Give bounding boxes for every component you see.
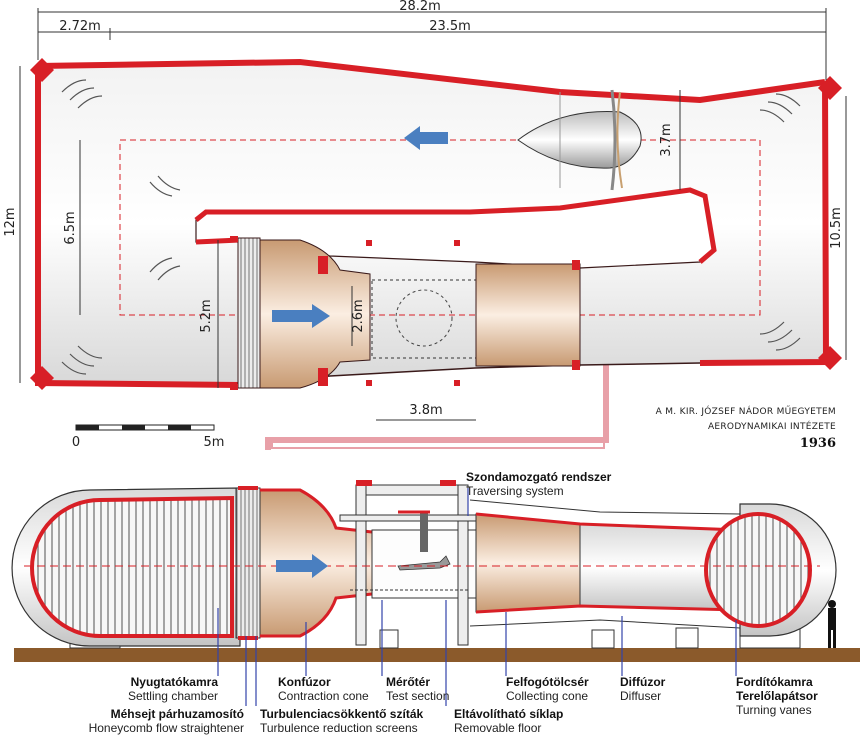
dimension-lines bbox=[19, 8, 847, 421]
scale-end: 5m bbox=[204, 435, 225, 450]
label-screens-en: Turbulence reduction screens bbox=[260, 721, 418, 735]
ground bbox=[14, 648, 860, 662]
flow-arrow-return bbox=[404, 126, 448, 150]
dim-inner-height: 6.5m bbox=[63, 211, 78, 244]
dim-test-length: 3.8m bbox=[409, 403, 442, 418]
label-test-hu: Mérőtér bbox=[386, 675, 430, 689]
scale-bar: 0 5m bbox=[72, 424, 225, 450]
label-collecting-en: Collecting cone bbox=[506, 689, 588, 703]
label-contraction-hu: Konfúzor bbox=[278, 675, 331, 689]
label-vanes-en: Turning vanes bbox=[736, 703, 812, 717]
dim-fan-diameter: 3.7m bbox=[659, 123, 674, 156]
label-test-en: Test section bbox=[386, 689, 449, 703]
honeycomb-side bbox=[235, 487, 261, 639]
test-section-plan bbox=[371, 279, 477, 359]
traversing-hu: Szondamozgató rendszer bbox=[466, 470, 612, 484]
dim-test-height: 2.6m bbox=[351, 299, 366, 332]
label-settling-hu: Nyugtatókamra bbox=[131, 675, 219, 689]
turning-vanes-plan bbox=[61, 79, 801, 375]
institution-year: 1936 bbox=[800, 436, 836, 451]
dim-contraction-height: 5.2m bbox=[199, 299, 214, 332]
label-screens-hu: Turbulenciacsökkentő szíták bbox=[260, 707, 423, 721]
label-contraction-en: Contraction cone bbox=[278, 689, 369, 703]
dim-height-left: 12m bbox=[3, 207, 18, 236]
label-turning-hu: Fordítókamra bbox=[736, 675, 813, 689]
flow-arrow-test bbox=[272, 304, 330, 328]
scale-start: 0 bbox=[72, 435, 80, 450]
collecting-cone-plan bbox=[475, 263, 581, 367]
label-honeycomb-hu: Méhsejt párhuzamosító bbox=[111, 707, 244, 721]
flow-arrow-side bbox=[276, 554, 328, 578]
leader-lines bbox=[217, 488, 737, 706]
label-diffuser-en: Diffuser bbox=[620, 689, 661, 703]
label-floor-hu: Eltávolítható síklap bbox=[454, 707, 563, 721]
right-vane-ring bbox=[704, 512, 812, 628]
fan-assembly bbox=[517, 89, 642, 191]
label-collecting-hu: Felfogótölcsér bbox=[506, 675, 589, 689]
side-view: Szondamozgató rendszer Traversing system… bbox=[11, 470, 860, 735]
person-figure bbox=[828, 600, 836, 648]
label-diffuser-hu: Diffúzor bbox=[620, 675, 666, 689]
dim-height-right: 10.5m bbox=[829, 207, 844, 249]
label-settling-en: Settling chamber bbox=[128, 689, 218, 703]
left-vane-loop bbox=[30, 495, 234, 638]
honeycomb-plan bbox=[237, 237, 261, 389]
corner-caps bbox=[30, 58, 842, 390]
centerline-loop bbox=[119, 139, 761, 316]
institution-line1: A M. KIR. JÓZSEF NÁDOR MŰEGYETEM bbox=[656, 405, 836, 417]
label-honeycomb-en: Honeycomb flow straightener bbox=[89, 721, 244, 735]
label-floor-en: Removable floor bbox=[454, 721, 541, 735]
plan-view: 28.2m 2.72m 23.5m 12m 6.5m 5.2m 2.6m 3.8… bbox=[3, 0, 847, 451]
collecting-cone-side bbox=[475, 513, 581, 613]
dim-settling-length: 2.72m bbox=[59, 19, 101, 34]
model-airplane bbox=[397, 555, 451, 571]
traversing-en: Traversing system bbox=[466, 484, 564, 498]
dim-main-length: 23.5m bbox=[429, 19, 471, 34]
dim-total-length: 28.2m bbox=[399, 0, 441, 14]
institution-line2: AERODYNAMIKAI INTÉZETE bbox=[708, 420, 836, 432]
label-vanes-hu: Terelőlapátsor bbox=[736, 689, 818, 703]
